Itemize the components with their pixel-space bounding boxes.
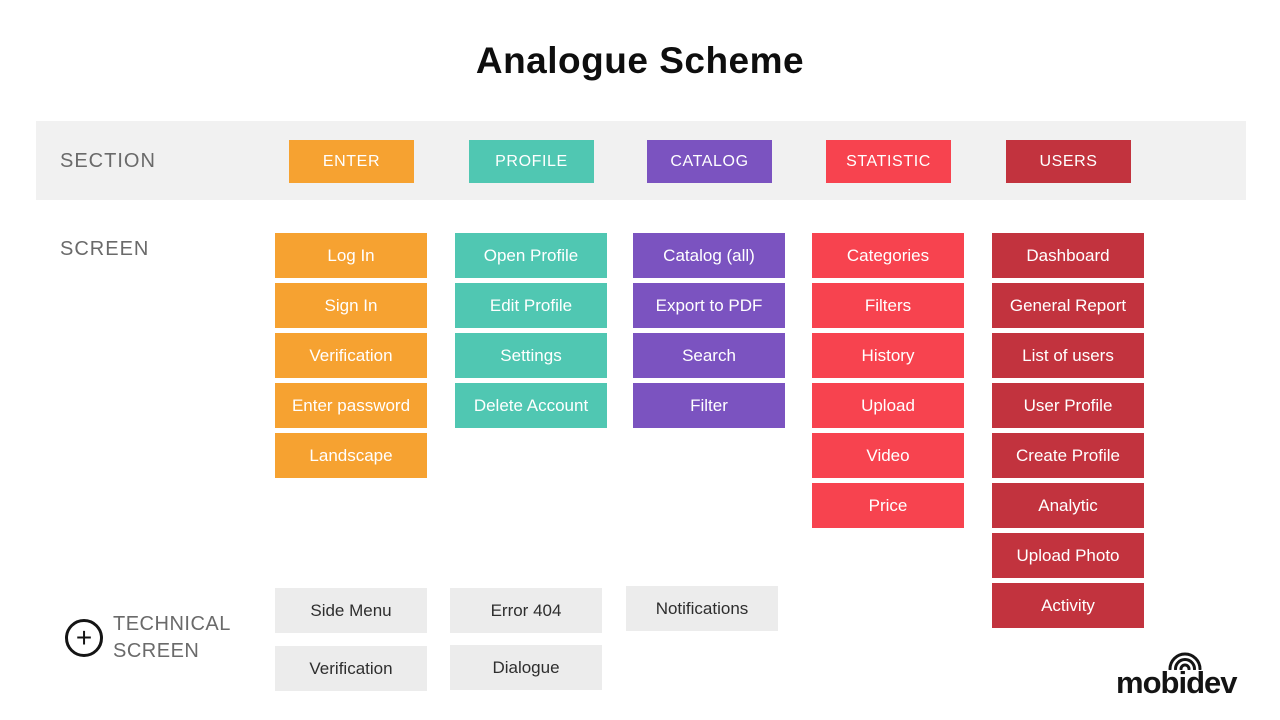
screen-node: Settings	[455, 333, 607, 378]
screen-node: User Profile	[992, 383, 1144, 428]
page-title: Analogue Scheme	[475, 40, 805, 81]
screen-node: Export to PDF	[633, 283, 785, 328]
plus-glyph: +	[75, 622, 93, 653]
screen-column-profile: Open Profile Edit Profile Settings Delet…	[455, 233, 607, 428]
technical-screen-label-line2: SCREEN	[113, 640, 200, 662]
screen-node: Enter password	[275, 383, 427, 428]
screen-node: Video	[812, 433, 964, 478]
section-row-label: SECTION	[60, 150, 156, 172]
screen-column-users: Dashboard General Report List of users U…	[992, 233, 1144, 628]
screen-node: Delete Account	[455, 383, 607, 428]
screen-row-label: SCREEN	[60, 238, 150, 260]
screen-node: Create Profile	[992, 433, 1144, 478]
signal-arcs-icon	[1168, 652, 1202, 670]
screen-node: Open Profile	[455, 233, 607, 278]
screen-node: Filters	[812, 283, 964, 328]
screen-column-statistic: Categories Filters History Upload Video …	[812, 233, 964, 528]
screen-node: General Report	[992, 283, 1144, 328]
screen-node: Search	[633, 333, 785, 378]
technical-screen-label: TECHNICAL SCREEN	[113, 611, 231, 665]
screen-node: Filter	[633, 383, 785, 428]
screen-node: Edit Profile	[455, 283, 607, 328]
screen-node: Landscape	[275, 433, 427, 478]
screen-node: Analytic	[992, 483, 1144, 528]
logo-text-prefix: mob	[1116, 665, 1179, 700]
technical-node-notifications: Notifications	[626, 586, 778, 631]
plus-circle-icon: +	[65, 619, 103, 657]
logo-text-suffix: dev	[1186, 665, 1237, 700]
section-node-statistic: STATISTIC	[826, 140, 951, 183]
screen-node: Activity	[992, 583, 1144, 628]
logo-text-i: i	[1178, 665, 1187, 700]
screen-node: Price	[812, 483, 964, 528]
screen-column-enter: Log In Sign In Verification Enter passwo…	[275, 233, 427, 478]
section-node-users: USERS	[1006, 140, 1131, 183]
technical-node-error-404: Error 404	[450, 588, 602, 633]
section-node-enter: ENTER	[289, 140, 414, 183]
screen-node: Upload	[812, 383, 964, 428]
screen-node: Sign In	[275, 283, 427, 328]
screen-node: Verification	[275, 333, 427, 378]
screen-node: Upload Photo	[992, 533, 1144, 578]
section-node-catalog: CATALOG	[647, 140, 772, 183]
screen-node: History	[812, 333, 964, 378]
screen-node: Categories	[812, 233, 964, 278]
technical-screen-label-line1: TECHNICAL	[113, 613, 231, 635]
section-node-profile: PROFILE	[469, 140, 594, 183]
screen-node: Dashboard	[992, 233, 1144, 278]
screen-node: Catalog (all)	[633, 233, 785, 278]
technical-node-verification: Verification	[275, 646, 427, 691]
technical-node-dialogue: Dialogue	[450, 645, 602, 690]
technical-node-side-menu: Side Menu	[275, 588, 427, 633]
screen-node: List of users	[992, 333, 1144, 378]
screen-node: Log In	[275, 233, 427, 278]
screen-column-catalog: Catalog (all) Export to PDF Search Filte…	[633, 233, 785, 428]
